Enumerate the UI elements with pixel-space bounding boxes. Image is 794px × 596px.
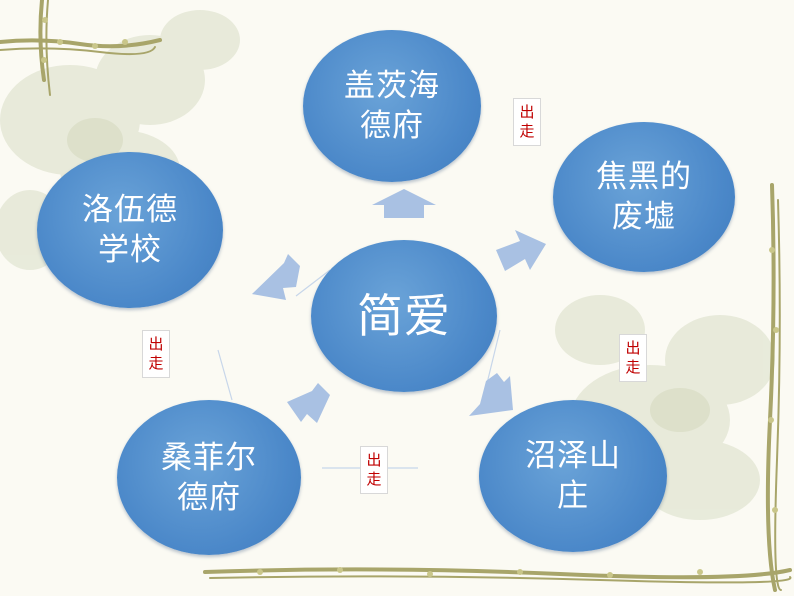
node-thornfield: 桑菲尔 德府 bbox=[117, 400, 301, 555]
arrow-lower-left bbox=[287, 383, 330, 423]
node-gateshead-label: 盖茨海 德府 bbox=[344, 68, 440, 144]
node-thornfield-label: 桑菲尔 德府 bbox=[161, 439, 257, 516]
node-lowood-label: 洛伍德 学校 bbox=[82, 192, 178, 268]
tag-leave-1: 出 走 bbox=[513, 98, 541, 146]
tag-leave-4-line2: 走 bbox=[366, 470, 382, 488]
arrow-group bbox=[252, 189, 546, 423]
node-marsh-end-label: 沼泽山 庄 bbox=[525, 438, 621, 514]
node-marsh-end: 沼泽山 庄 bbox=[479, 400, 667, 552]
node-jane-eyre-label: 简爱 bbox=[357, 289, 451, 343]
arrow-upper-right bbox=[496, 230, 546, 271]
node-gateshead: 盖茨海 德府 bbox=[303, 30, 481, 182]
node-lowood: 洛伍德 学校 bbox=[37, 152, 223, 308]
tag-leave-4: 出 走 bbox=[360, 446, 388, 494]
arrow-up bbox=[372, 189, 436, 218]
tag-leave-1-line2: 走 bbox=[519, 122, 535, 140]
tag-leave-4-line1: 出 bbox=[366, 451, 382, 469]
tag-leave-2: 出 走 bbox=[619, 334, 647, 382]
tag-leave-3-line2: 走 bbox=[148, 354, 164, 372]
tag-leave-2-line1: 出 bbox=[625, 339, 641, 357]
vine-decoration bbox=[0, 0, 162, 96]
node-thornfield-ruins: 焦黑的 废墟 bbox=[553, 122, 735, 272]
node-thornfield-ruins-label: 焦黑的 废墟 bbox=[596, 159, 692, 235]
tag-leave-3-line1: 出 bbox=[148, 335, 164, 353]
tag-leave-3: 出 走 bbox=[142, 330, 170, 378]
tag-leave-1-line1: 出 bbox=[519, 103, 535, 121]
node-jane-eyre: 简爱 bbox=[311, 240, 497, 392]
tag-leave-2-line2: 走 bbox=[625, 358, 641, 376]
arrow-lower-right bbox=[469, 373, 513, 416]
